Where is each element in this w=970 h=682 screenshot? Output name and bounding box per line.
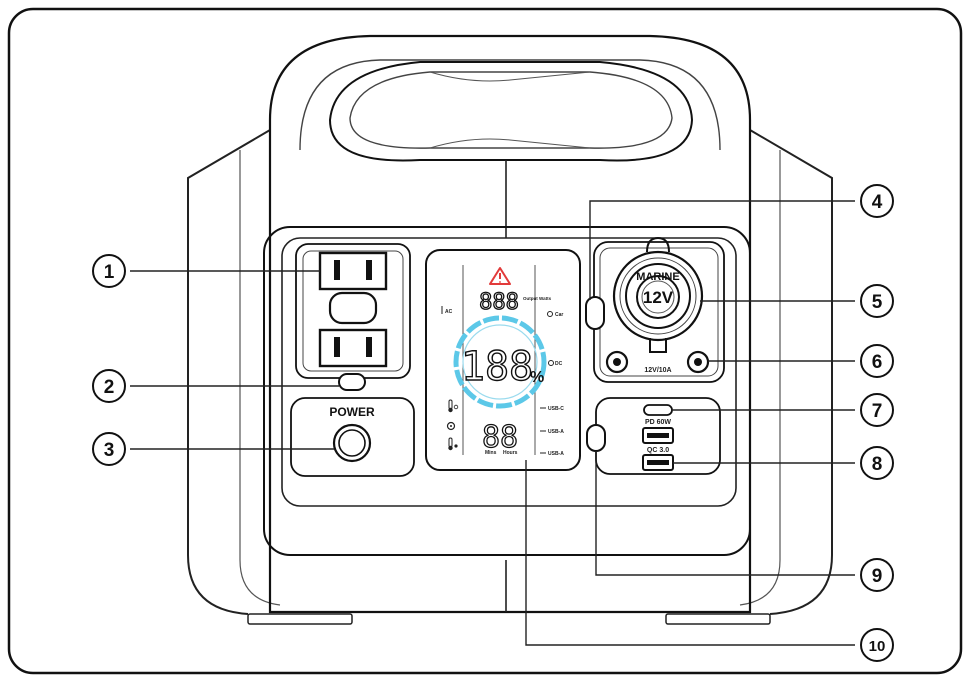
right-side-inner: [739, 150, 781, 606]
callout-9: 9: [860, 558, 894, 592]
left-side-inner: [239, 150, 281, 606]
callout-2: 2: [92, 369, 126, 403]
right-side-wing: [749, 129, 833, 615]
front-panel-inner: [281, 237, 737, 507]
car-port-brand: MARINE: [636, 271, 679, 283]
svg-text:5: 5: [872, 292, 883, 313]
svg-text:9: 9: [872, 566, 883, 587]
svg-text:AC: AC: [445, 309, 453, 315]
left-foot: [247, 613, 353, 625]
thermometer-low-icon: [448, 437, 458, 451]
dc-rating-label: 12V/10A: [644, 367, 671, 374]
power-button[interactable]: [332, 423, 372, 463]
svg-text:USB-C: USB-C: [548, 406, 564, 412]
svg-text:2: 2: [104, 377, 115, 398]
usb-qc-label: QC 3.0: [647, 447, 669, 454]
lcd-time-hours: Hours: [503, 450, 518, 456]
warning-icon: [489, 267, 511, 285]
right-foot: [665, 613, 771, 625]
car-port-voltage: 12V: [643, 288, 674, 307]
dc-indicator-light: [585, 296, 605, 330]
left-side-wing: [187, 129, 271, 615]
ac-outlet-module: [295, 243, 411, 379]
svg-text:USB-A: USB-A: [548, 429, 564, 435]
lcd-usba2-marker: USB-A: [540, 451, 564, 457]
lcd-car-marker: Car: [547, 311, 563, 318]
dc-port-left[interactable]: [605, 350, 629, 374]
usb-a-port-top[interactable]: [642, 427, 674, 444]
callout-5: 5: [860, 284, 894, 318]
usb-pd-label: PD 60W: [645, 419, 671, 426]
leader-lines: [130, 200, 855, 646]
fan-icon: [446, 421, 456, 431]
svg-text:1: 1: [104, 262, 115, 283]
callout-6: 6: [860, 344, 894, 378]
front-panel-outer: [263, 226, 751, 556]
battery-ring-inner: [462, 324, 538, 400]
thermometer-icon: [448, 399, 459, 413]
handle-grip-top-curve: [429, 71, 591, 82]
svg-text:10: 10: [869, 638, 886, 655]
svg-text:DC: DC: [555, 361, 563, 367]
main-body: [268, 34, 752, 614]
callout-3: 3: [92, 432, 126, 466]
lcd-usba1-marker: USB-A: [540, 429, 564, 435]
usb-c-port[interactable]: [643, 404, 673, 416]
ac-outlet-ground: [328, 291, 378, 325]
lcd-output-digits: 888: [479, 290, 519, 315]
svg-text:Car: Car: [555, 312, 563, 318]
power-button-module: [290, 397, 415, 477]
ac-outlet-bottom: [318, 328, 388, 368]
callout-1: 1: [92, 254, 126, 288]
svg-text:7: 7: [872, 401, 883, 422]
lcd-time-digits: 88: [482, 420, 518, 455]
svg-text:4: 4: [872, 192, 883, 213]
lcd-percent-digits: 188: [461, 344, 533, 390]
usb-a-port-bottom[interactable]: [642, 454, 674, 471]
callout-10: 10: [860, 628, 894, 662]
handle-cutout: [328, 61, 694, 162]
ac-outlet-module-inner: [302, 250, 404, 372]
callout-8: 8: [860, 446, 894, 480]
top-inner-contour: [299, 59, 721, 151]
ac-outlet-top: [318, 251, 388, 291]
power-label: POWER: [329, 405, 375, 419]
lcd-usbc-marker: USB-C: [540, 406, 564, 412]
lcd-time-mins: Mins: [485, 450, 497, 456]
handle-grip-inner: [349, 71, 673, 149]
svg-text:USB-A: USB-A: [548, 451, 564, 457]
battery-ring: [453, 315, 547, 409]
svg-text:8: 8: [872, 454, 883, 475]
lcd-dc-marker: DC: [548, 360, 563, 367]
lcd-ac-marker: AC: [441, 306, 453, 315]
dc-port-right[interactable]: [686, 350, 710, 374]
callout-4: 4: [860, 184, 894, 218]
power-button-inner: [338, 429, 366, 457]
lcd-output-unit: Output Watts: [523, 296, 552, 301]
lcd-display: [425, 249, 581, 471]
svg-text:3: 3: [104, 440, 115, 461]
callout-7: 7: [860, 393, 894, 427]
lcd-percent-sign: %: [530, 369, 544, 386]
handle-grip-bottom-curve: [429, 138, 591, 149]
svg-text:6: 6: [872, 352, 883, 373]
ac-indicator-light: [338, 373, 366, 391]
outer-frame: [7, 7, 963, 675]
usb-indicator-light: [586, 424, 606, 452]
car-socket[interactable]: [612, 236, 704, 353]
